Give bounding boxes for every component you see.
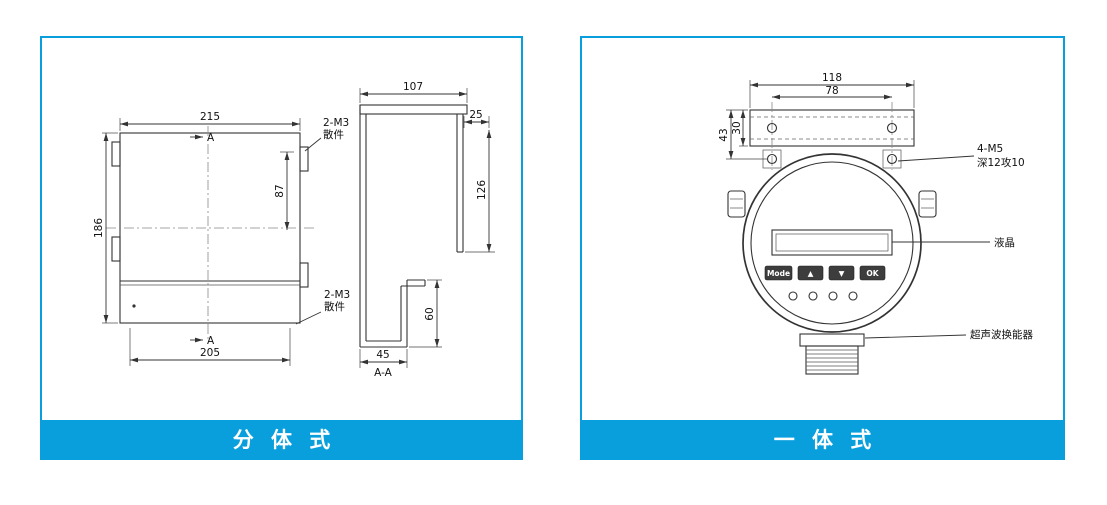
right-tab-bottom bbox=[299, 262, 309, 288]
dim-43: 43 bbox=[718, 128, 730, 141]
svg-text:▲: ▲ bbox=[808, 269, 814, 278]
dim-87: 87 bbox=[274, 184, 286, 197]
callout-sanjian-bottom: 散件 bbox=[324, 300, 345, 313]
transducer-flange bbox=[799, 333, 865, 347]
dim-186: 186 bbox=[93, 218, 105, 238]
dim-215: 215 bbox=[200, 111, 220, 123]
device-body: Mode ▲ ▼ OK bbox=[727, 153, 937, 333]
left-lug bbox=[727, 190, 746, 218]
screw-hole bbox=[886, 153, 898, 165]
dim-30: 30 bbox=[731, 121, 743, 134]
front-view-dimensions: 215 A A 186 205 87 2-M3 散件 bbox=[93, 111, 350, 366]
split-type-drawing: 215 A A 186 205 87 2-M3 散件 bbox=[93, 81, 495, 379]
bracket-dimensions: 118 78 43 30 4-M5 深12攻10 bbox=[718, 72, 1025, 169]
svg-text:Mode: Mode bbox=[767, 269, 790, 278]
integrated-type-panel: 118 78 43 30 4-M5 深12攻10 bbox=[580, 36, 1065, 460]
right-tab-top bbox=[299, 146, 309, 172]
callout-tap-depth: 深12攻10 bbox=[977, 156, 1025, 169]
enclosure-front-view bbox=[106, 126, 314, 340]
split-panel-title: 分 体 式 bbox=[232, 428, 336, 452]
callout-2m3-top: 2-M3 bbox=[323, 117, 349, 129]
right-lug bbox=[918, 190, 937, 218]
callout-2m3-bottom: 2-M3 bbox=[324, 289, 350, 301]
dim-126: 126 bbox=[476, 180, 488, 200]
mode-button: Mode bbox=[764, 265, 793, 281]
callout-sanjian-top: 散件 bbox=[323, 128, 344, 141]
right-mount-tab bbox=[882, 149, 902, 169]
left-tab-top bbox=[111, 141, 121, 167]
lcd-display bbox=[771, 229, 893, 256]
svg-text:▼: ▼ bbox=[839, 269, 845, 278]
indicator-hole bbox=[808, 291, 818, 301]
down-button: ▼ bbox=[828, 265, 855, 281]
svg-text:OK: OK bbox=[866, 269, 879, 278]
split-panel-title-bar: 分 体 式 bbox=[42, 420, 521, 458]
screw-hole bbox=[886, 122, 898, 134]
dim-25: 25 bbox=[469, 109, 482, 121]
side-view-dimensions: 107 25 126 60 45 A-A bbox=[359, 81, 495, 379]
dim-118: 118 bbox=[822, 72, 842, 84]
callout-4m5: 4-M5 bbox=[977, 143, 1003, 155]
indicator-hole bbox=[848, 291, 858, 301]
split-type-panel: 215 A A 186 205 87 2-M3 散件 bbox=[40, 36, 523, 460]
section-label-aa: A-A bbox=[374, 367, 393, 379]
indicator-hole bbox=[828, 291, 838, 301]
dim-205: 205 bbox=[200, 347, 220, 359]
indicator-hole bbox=[788, 291, 798, 301]
lcd-display-inner bbox=[775, 233, 889, 252]
section-marker-a-bottom: A bbox=[207, 335, 215, 347]
hatched-top-plate bbox=[359, 104, 468, 115]
mounting-bracket bbox=[749, 102, 915, 170]
dim-60: 60 bbox=[424, 307, 436, 320]
screw-hole bbox=[766, 122, 778, 134]
enclosure-side-section-view bbox=[359, 104, 468, 348]
lcd-label: 液晶 bbox=[994, 236, 1015, 249]
inner-housing-circle bbox=[750, 161, 914, 325]
dim-78: 78 bbox=[825, 85, 838, 97]
left-tab-bottom bbox=[111, 236, 121, 262]
transducer-label: 超声波换能器 bbox=[970, 328, 1033, 341]
up-button: ▲ bbox=[797, 265, 824, 281]
screw-hole-dot bbox=[132, 304, 136, 308]
section-marker-a-top: A bbox=[207, 132, 215, 144]
outer-housing-circle bbox=[742, 153, 922, 333]
integrated-type-drawing: 118 78 43 30 4-M5 深12攻10 bbox=[718, 72, 1033, 375]
ok-button: OK bbox=[859, 265, 886, 281]
dim-45: 45 bbox=[376, 349, 389, 361]
integrated-panel-title-bar: 一 体 式 bbox=[582, 420, 1063, 458]
integrated-panel-title: 一 体 式 bbox=[773, 428, 877, 452]
device-callouts: 液晶 超声波换能器 bbox=[864, 236, 1033, 341]
ultrasonic-transducer bbox=[799, 333, 865, 375]
dim-107: 107 bbox=[403, 81, 423, 93]
transducer-thread-body bbox=[805, 345, 859, 375]
